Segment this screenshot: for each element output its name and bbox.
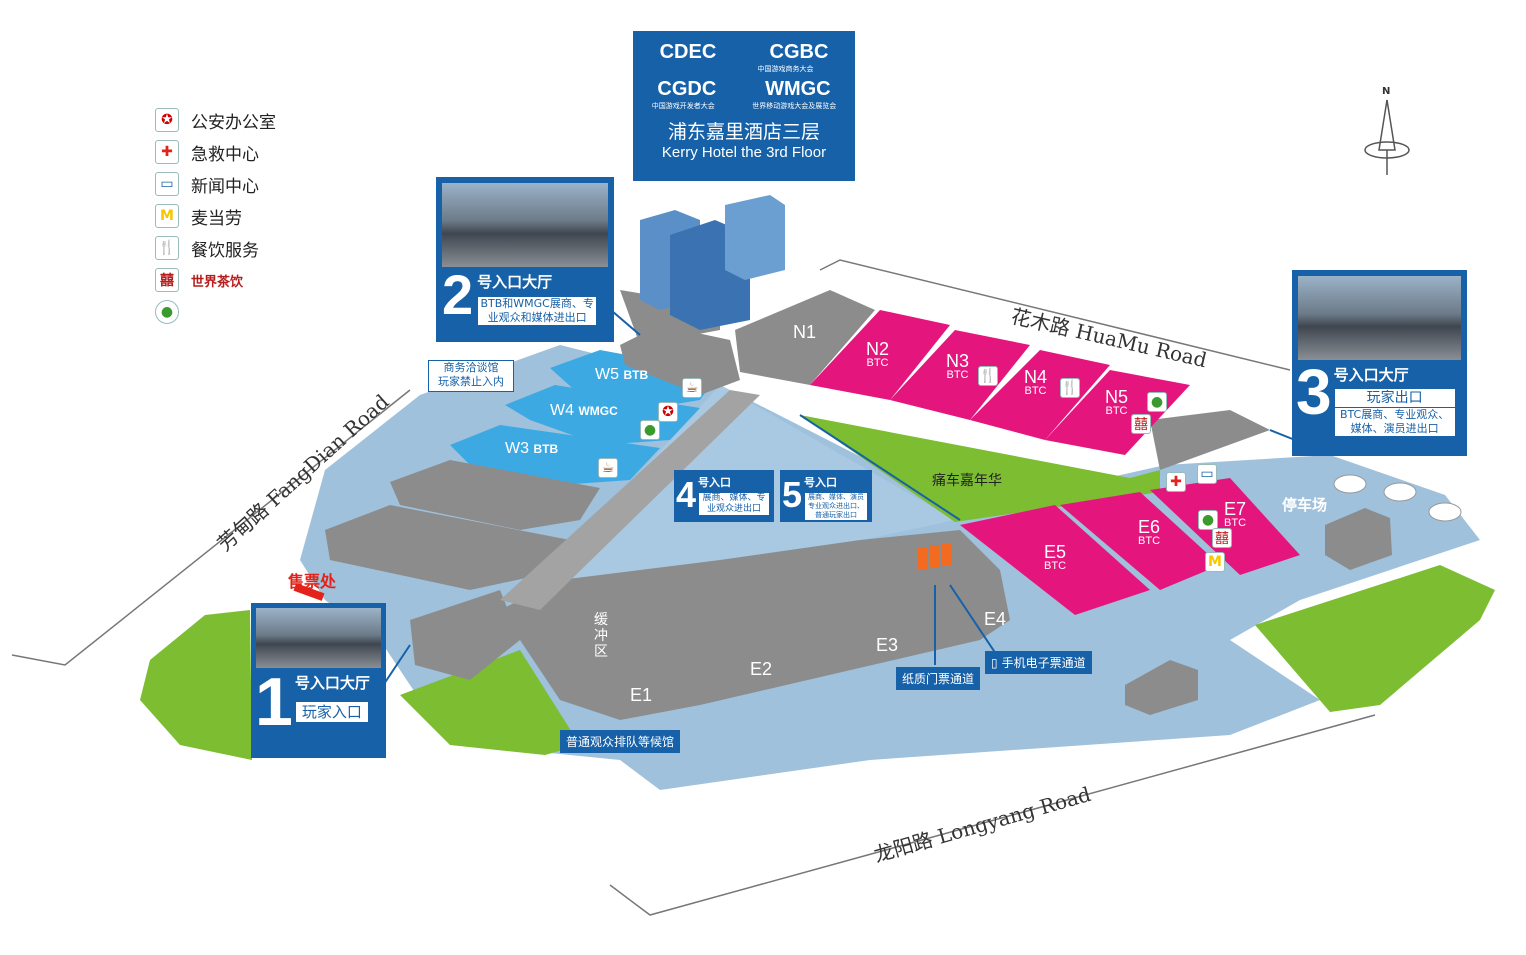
business-hall-label: 商务洽谈馆 玩家禁止入内 (428, 360, 514, 392)
road-outlines (11, 259, 1376, 916)
ticket-gates (918, 544, 952, 570)
green-area-east (1255, 565, 1495, 712)
entrance-5-number: 5 (782, 474, 803, 515)
legend-sponsor: ● (155, 296, 355, 328)
ticket-office-label: 售票处 (288, 572, 337, 591)
legend-press: ▭新闻中心 (155, 168, 355, 200)
entrance-2-callout: 2 号入口大厅 BTB和WMGC展商、专业观众和媒体进出口 (436, 177, 614, 342)
parking-label: 停车场 (1282, 496, 1328, 514)
hall-e4: E4 (984, 609, 1007, 629)
cafe-icon: ☕ (598, 458, 618, 478)
teahouse-icon: 囍 (1131, 414, 1151, 434)
ticket-booth (293, 583, 325, 601)
hall-n1: N1 (793, 322, 817, 342)
entrance-3-number: 3 (1296, 356, 1332, 428)
police-badge-icon: ✪ (155, 108, 179, 132)
kerry-title-cn: 浦东嘉里酒店三层 (667, 121, 820, 143)
carnival-label: 痛车嘉年华 (932, 473, 1002, 489)
phone-icon: ▯ (991, 655, 998, 670)
teahouse-icon: 囍 (1212, 528, 1232, 548)
entrance-1-photo (256, 608, 381, 668)
fork-knife-icon: 🍴 (1060, 378, 1080, 398)
paper-ticket-lane-label: 纸质门票通道 (896, 667, 981, 690)
queue-hall-label: 普通观众排队等候馆 (560, 730, 681, 753)
sponsor-logo: ● (155, 300, 179, 324)
entrance-5-callout: 5 号入口 展商、媒体、演员专业观众进出口、普通玩家出口 (780, 470, 872, 522)
hall-w3: W3 BTB (505, 440, 559, 457)
green-area-south (400, 650, 580, 755)
green-area-carnival (800, 415, 1160, 522)
grey-halls (325, 290, 1392, 720)
first-aid-cross-icon: ✚ (155, 140, 179, 164)
cafe-icon: ☕ (682, 378, 702, 398)
entrance-1-number: 1 (255, 664, 293, 740)
legend-first-aid: ✚急救中心 (155, 136, 355, 168)
world-teahouse-logo: 囍 (155, 268, 179, 292)
entrance-4-callout: 4 号入口 展商、媒体、专业观众进出口 (674, 470, 774, 522)
hall-w5: W5 BTB (595, 366, 649, 383)
hall-e2: E2 (750, 659, 773, 679)
hall-e1: E1 (630, 685, 653, 705)
hall-e3: E3 (876, 635, 899, 655)
first-aid-cross-icon: ✚ (1166, 472, 1186, 492)
parking-circles (1333, 474, 1462, 522)
mcdonalds-icon: M (1205, 552, 1225, 572)
mcdonalds-icon: M (155, 204, 179, 228)
legend-police: ✪公安办公室 (155, 104, 355, 136)
entrance-2-photo (442, 183, 608, 267)
legend-dining: 🍴餐饮服务 (155, 232, 355, 264)
entrance-4-number: 4 (676, 474, 697, 515)
buffer-zone-label: 缓冲区 (594, 612, 608, 660)
pink-halls (810, 310, 1300, 615)
e-ticket-lane-label: ▯手机电子票通道 (985, 651, 1092, 674)
legend-teahouse: 囍世界茶饮 (155, 264, 355, 296)
hall-w4: W4 WMGC (550, 402, 618, 419)
fork-knife-icon: 🍴 (978, 366, 998, 386)
entrance-3-photo (1298, 276, 1461, 360)
compass-north-label: N (1382, 86, 1391, 97)
fork-knife-icon: 🍴 (155, 236, 179, 260)
green-area-west (140, 610, 252, 760)
police-badge-icon: ✪ (658, 402, 678, 422)
sponsor-logo-icon: ● (1198, 510, 1218, 530)
entrance-2-number: 2 (442, 263, 474, 326)
entrance-1-callout: 1 号入口大厅 玩家入口 (251, 603, 386, 758)
sponsor-logo-icon: ● (640, 420, 660, 440)
compass-rose (1364, 99, 1410, 175)
kerry-title-en: Kerry Hotel the 3rd Floor (661, 144, 827, 161)
monitor-icon: ▭ (155, 172, 179, 196)
sponsor-logo-icon: ● (1147, 392, 1167, 412)
entrance-3-callout: 3 号入口大厅 玩家出口 BTC展商、专业观众、媒体、演员进出口 (1292, 270, 1467, 456)
kerry-hotel-buildings (640, 195, 785, 330)
monitor-icon: ▭ (1197, 464, 1217, 484)
